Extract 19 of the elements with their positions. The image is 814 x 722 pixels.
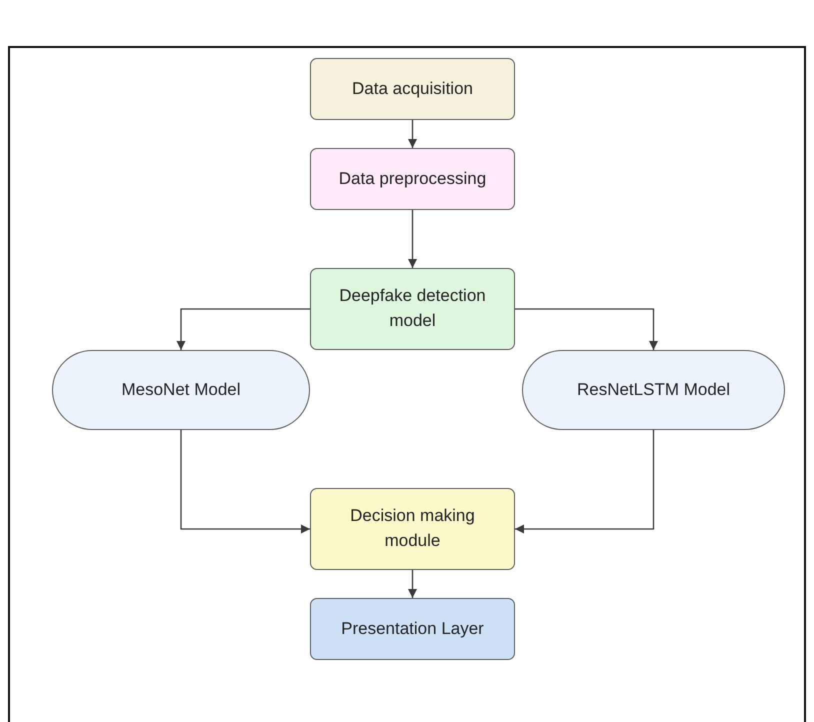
process-box bbox=[310, 58, 515, 120]
node-label: MesoNet Model bbox=[121, 378, 241, 401]
arrow bbox=[176, 308, 310, 350]
arrow bbox=[515, 308, 658, 350]
arrow bbox=[180, 430, 310, 534]
process-box bbox=[310, 268, 515, 350]
node-label: Presentation Layer bbox=[341, 618, 484, 640]
arrow bbox=[408, 570, 417, 598]
arrow bbox=[515, 430, 654, 534]
node-label: Data acquisition bbox=[352, 78, 473, 100]
node-label: Deepfake detection model bbox=[338, 285, 487, 332]
arrow bbox=[408, 120, 417, 148]
node-label: Decision making module bbox=[349, 505, 476, 552]
node-label: ResNetLSTM Model bbox=[576, 378, 730, 401]
process-box bbox=[310, 148, 515, 210]
process-box bbox=[310, 488, 515, 570]
arrow bbox=[408, 210, 417, 268]
process-box bbox=[310, 598, 515, 660]
node-label: Data preprocessing bbox=[338, 168, 486, 190]
